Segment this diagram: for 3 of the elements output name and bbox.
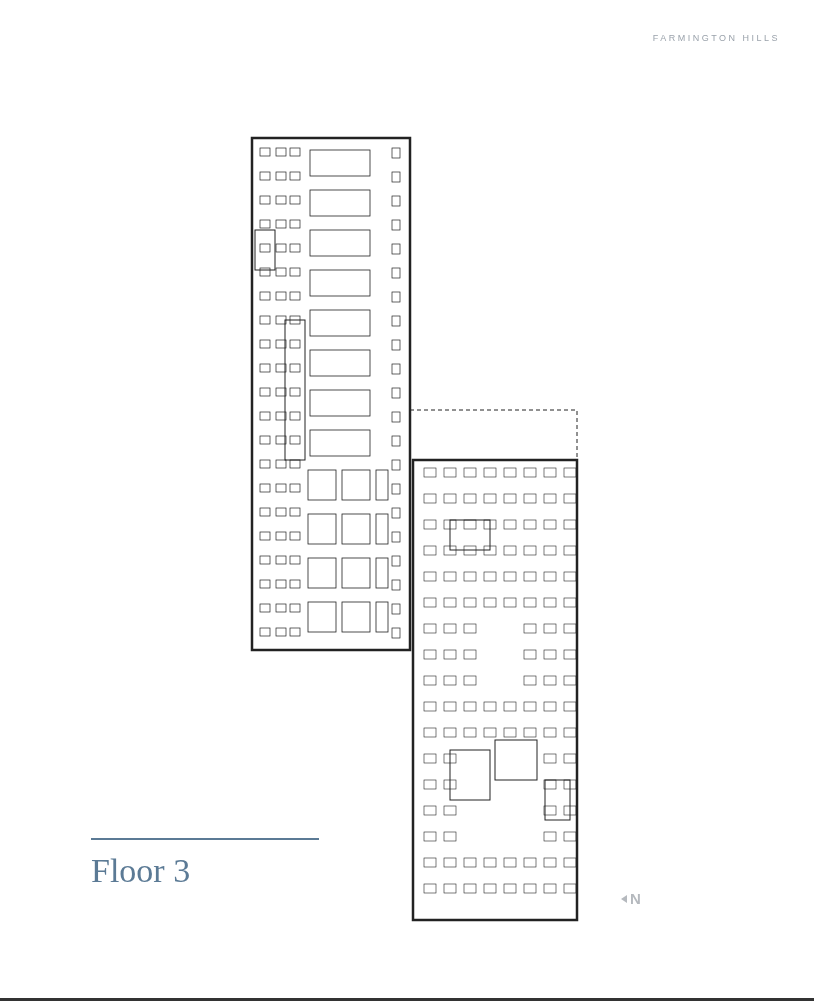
location-heading: FARMINGTON HILLS (652, 33, 780, 43)
north-label: N (630, 890, 641, 907)
floor-title: Floor 3 (91, 852, 191, 890)
